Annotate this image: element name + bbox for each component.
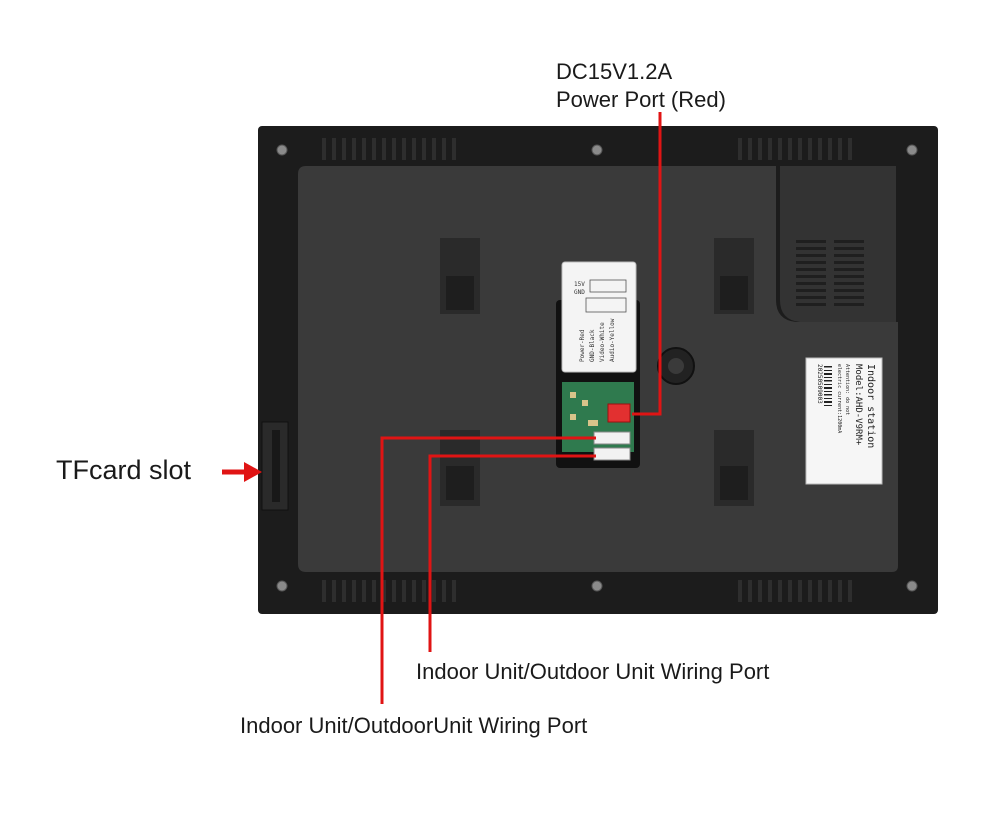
bottom-vent-left bbox=[322, 580, 456, 602]
arrow-right-icon bbox=[244, 462, 262, 482]
sticker-line1: Indoor station bbox=[865, 364, 876, 448]
wiring-b-callout-line bbox=[380, 436, 596, 704]
sticker-serial: 20250509003 bbox=[816, 364, 823, 404]
mounting-hook-icon bbox=[440, 238, 754, 506]
pin-label: GND-Black bbox=[589, 329, 596, 362]
pin-label: Power-Red bbox=[579, 329, 586, 362]
wiring-port-label-a: Indoor Unit/Outdoor Unit Wiring Port bbox=[416, 659, 770, 684]
wiring-port-label-b: Indoor Unit/OutdoorUnit Wiring Port bbox=[240, 713, 588, 738]
connector-pin-labels: Power-Red GND-Black Video-White Audio-Ye… bbox=[579, 318, 616, 362]
connector-label-row1: 15V bbox=[574, 281, 585, 288]
wiring-connector-a bbox=[593, 431, 631, 445]
wiring-connector-b bbox=[593, 447, 631, 461]
power-port-label: Power Port (Red) bbox=[556, 87, 726, 112]
sticker-line3: Attention: do not bbox=[844, 364, 850, 415]
pin-label: Audio-Yellow bbox=[609, 318, 616, 362]
top-vent-right bbox=[738, 138, 852, 160]
sticker-line4: electric current:1200mA bbox=[836, 364, 842, 433]
wiring-a-callout-line bbox=[428, 454, 596, 652]
tfcard-slot-label: TFcard slot bbox=[56, 455, 192, 485]
speaker-grille-icon bbox=[796, 240, 864, 306]
power-callout-line bbox=[632, 112, 662, 416]
power-port-voltage-label: DC15V1.2A bbox=[556, 59, 673, 84]
top-vent-left bbox=[322, 138, 456, 160]
sticker-line2: Model:AHD-V9RM+ bbox=[853, 364, 863, 446]
barcode-icon bbox=[824, 366, 832, 406]
screw-icon bbox=[276, 144, 918, 592]
power-connector bbox=[607, 403, 631, 423]
pin-label: Video-White bbox=[599, 322, 606, 362]
bottom-vent-right bbox=[738, 580, 852, 602]
connector-label-card bbox=[561, 261, 637, 373]
product-sticker bbox=[805, 357, 883, 485]
connector-label-row2: GND bbox=[574, 289, 585, 296]
